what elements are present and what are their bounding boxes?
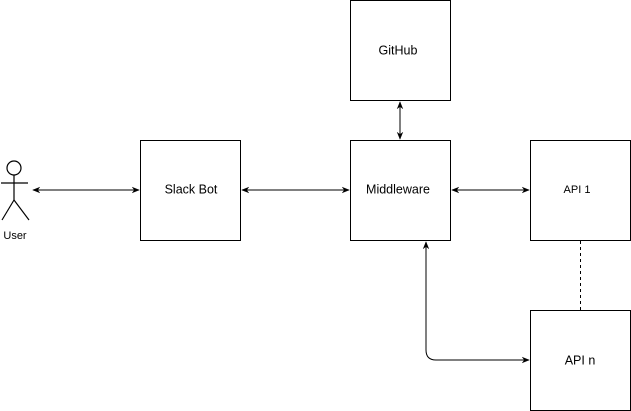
- user-actor[interactable]: User: [1, 160, 30, 242]
- slack-bot-node[interactable]: Slack Bot: [140, 140, 241, 241]
- slack-bot-label: Slack Bot: [165, 182, 218, 196]
- middleware-label: Middleware: [366, 182, 430, 196]
- api-n-label: API n: [565, 353, 596, 367]
- middleware-box: [350, 140, 451, 241]
- user-label: User: [3, 230, 27, 242]
- api-1-label: API 1: [564, 184, 591, 196]
- github-node[interactable]: GitHub: [350, 0, 451, 101]
- api-1-box: [530, 140, 631, 241]
- github-label: GitHub: [379, 43, 418, 57]
- api-1-node[interactable]: API 1: [530, 140, 631, 241]
- github-box: [350, 0, 451, 101]
- middleware-node[interactable]: Middleware: [350, 140, 451, 241]
- user-icon: [1, 160, 30, 221]
- middleware-api-n-connector: [422, 241, 530, 364]
- slack-bot-box: [140, 140, 241, 241]
- api-n-node[interactable]: API n: [530, 310, 631, 411]
